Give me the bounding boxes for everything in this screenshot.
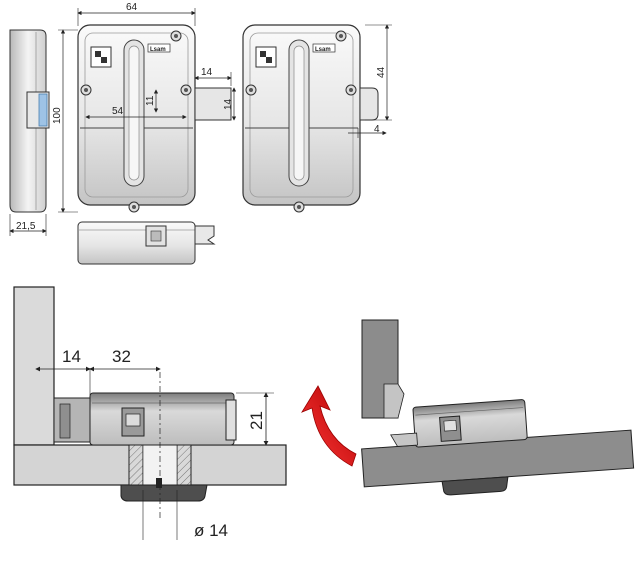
dim-21-install: 21: [247, 411, 266, 430]
dim-11: 11: [145, 95, 156, 106]
dim-100-label: 100: [52, 107, 63, 124]
curved-red-arrow-icon: [301, 385, 357, 467]
dim-44: 44: [376, 66, 387, 78]
install-view: 14 32 21 ø 14: [13, 286, 287, 540]
front-bolt: [194, 87, 232, 121]
right-view: Lsam 44 4: [242, 24, 392, 213]
dim-14-side: 14: [223, 98, 234, 110]
dim-64: 64: [126, 2, 138, 13]
dim-54: 54: [112, 106, 124, 117]
side-blue-strip: [38, 93, 48, 127]
dim-4: 4: [374, 124, 380, 135]
dim-21-5: 21,5: [16, 221, 36, 232]
dim-14-top: 14: [201, 67, 213, 78]
side-view: 21,5: [9, 29, 50, 236]
tilted-install-view: [361, 319, 635, 496]
dim-diameter-14: ø 14: [194, 521, 228, 540]
lock-body: [89, 392, 235, 446]
dim-100: 100: [52, 29, 78, 213]
brand-label-right: Lsam: [315, 47, 331, 53]
front-view: 64 Lsam 54 14 11 14: [77, 2, 237, 213]
bottom-view: [77, 221, 216, 265]
dim-32-install: 32: [112, 347, 131, 366]
dim-14-install: 14: [62, 347, 81, 366]
brand-label: Lsam: [150, 47, 166, 53]
